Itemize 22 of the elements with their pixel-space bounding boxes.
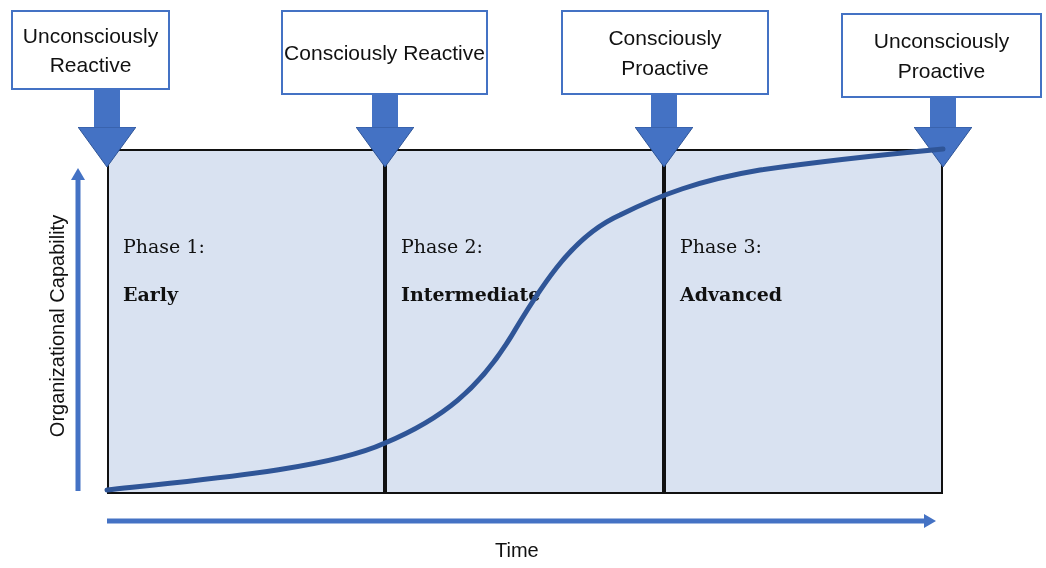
stage-label: Consciously Proactive: [607, 25, 723, 81]
phase-number: Phase 3:: [680, 235, 762, 257]
phase-panel: [107, 149, 385, 494]
stage-label: Consciously Reactive: [284, 39, 485, 66]
stage-box: [841, 13, 1042, 98]
phase-panel: [385, 149, 664, 494]
block-arrow: [634, 95, 694, 168]
phase-panel: [664, 149, 943, 494]
phase-name: Advanced: [680, 283, 783, 305]
stage-box: [11, 10, 170, 90]
stage-label: Unconsciously Proactive: [872, 28, 1011, 84]
phase-number: Phase 1:: [123, 235, 205, 257]
block-arrow: [77, 90, 137, 168]
block-arrow: [913, 98, 973, 168]
block-arrow: [355, 95, 415, 168]
axis-label: Time: [495, 539, 539, 562]
phase-name: Early: [123, 283, 179, 305]
stage-label: Unconsciously Reactive: [21, 22, 160, 78]
stage-box: [281, 10, 488, 95]
axis-label: Organizational Capability: [45, 214, 69, 438]
stage-box: [561, 10, 769, 95]
phase-number: Phase 2:: [401, 235, 483, 257]
